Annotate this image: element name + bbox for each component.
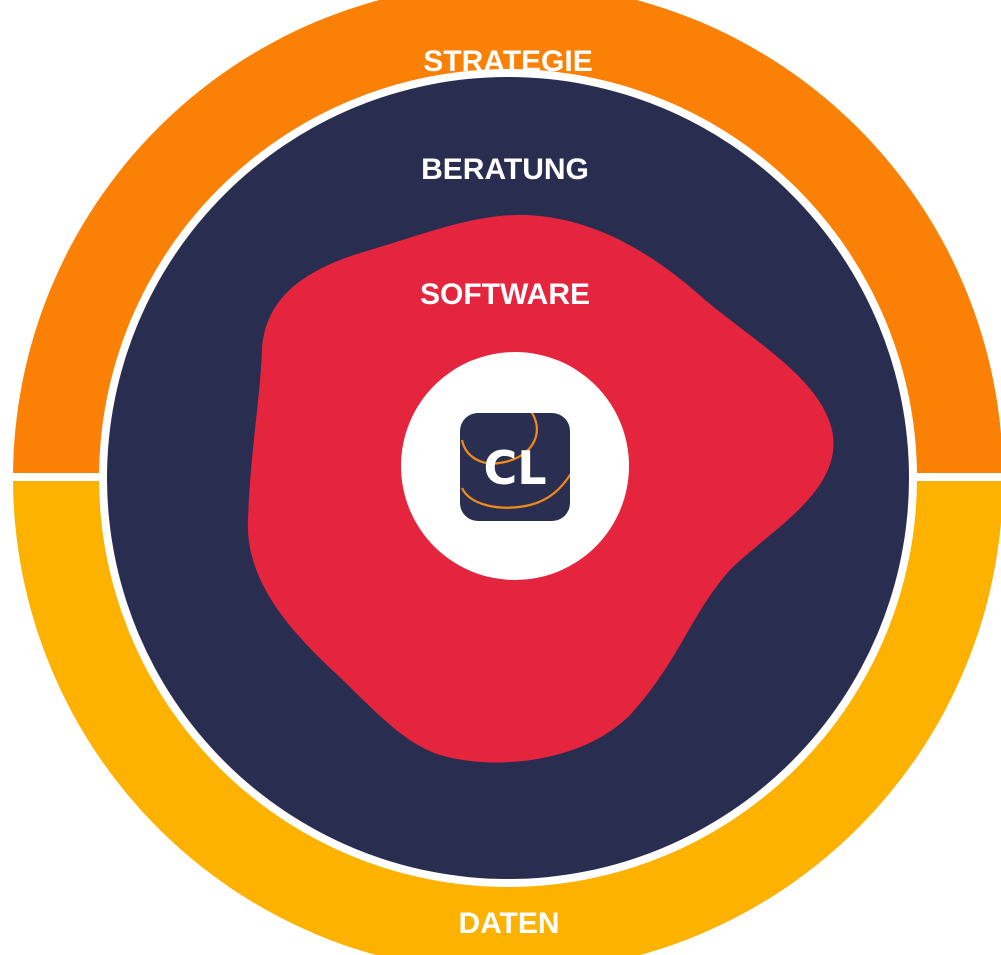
consulting-label: BERATUNG bbox=[421, 153, 589, 186]
logo-text: CL bbox=[483, 441, 546, 495]
cl-logo-icon: CL bbox=[460, 413, 570, 521]
strategy-label: STRATEGIE bbox=[423, 45, 592, 78]
logo-arc-bottom bbox=[461, 471, 570, 509]
logo-background bbox=[460, 413, 570, 521]
logo-arc-top bbox=[460, 413, 538, 465]
software-label: SOFTWARE bbox=[420, 278, 590, 311]
data-label: DATEN bbox=[458, 907, 559, 940]
